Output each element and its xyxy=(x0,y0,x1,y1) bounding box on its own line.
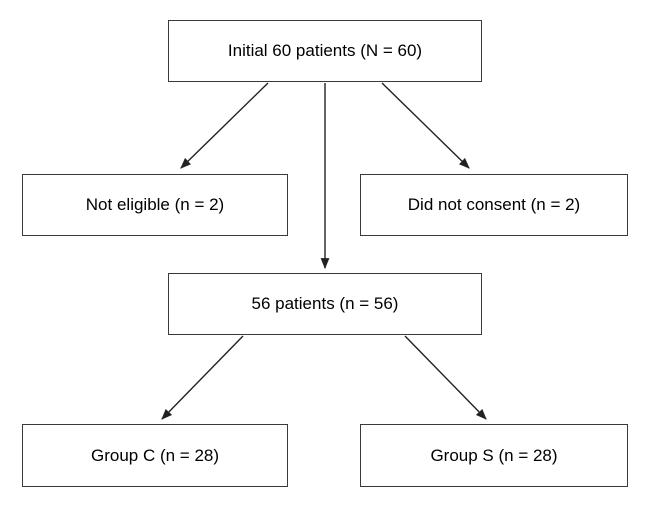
node-not-eligible-label: Not eligible (n = 2) xyxy=(85,195,225,214)
node-56-patients-label: 56 patients (n = 56) xyxy=(251,294,399,313)
node-group-s: Group S (n = 28) xyxy=(360,424,628,487)
node-56-patients: 56 patients (n = 56) xyxy=(168,273,482,335)
node-not-eligible: Not eligible (n = 2) xyxy=(22,174,288,236)
node-group-s-label: Group S (n = 28) xyxy=(430,445,558,465)
node-group-c-label: Group C (n = 28) xyxy=(90,445,220,465)
node-did-not-consent-label: Did not consent (n = 2) xyxy=(407,195,581,214)
arrow-initial-to-did-not-consent xyxy=(381,82,470,169)
arrow-patients-56-to-group-c xyxy=(161,335,244,420)
arrow-patients-56-to-group-s xyxy=(404,335,487,420)
arrow-initial-to-not-eligible xyxy=(180,82,269,169)
node-did-not-consent: Did not consent (n = 2) xyxy=(360,174,628,236)
node-initial-patients-label: Initial 60 patients (N = 60) xyxy=(227,41,423,60)
node-initial-patients: Initial 60 patients (N = 60) xyxy=(168,20,482,82)
node-group-c: Group C (n = 28) xyxy=(22,424,288,487)
